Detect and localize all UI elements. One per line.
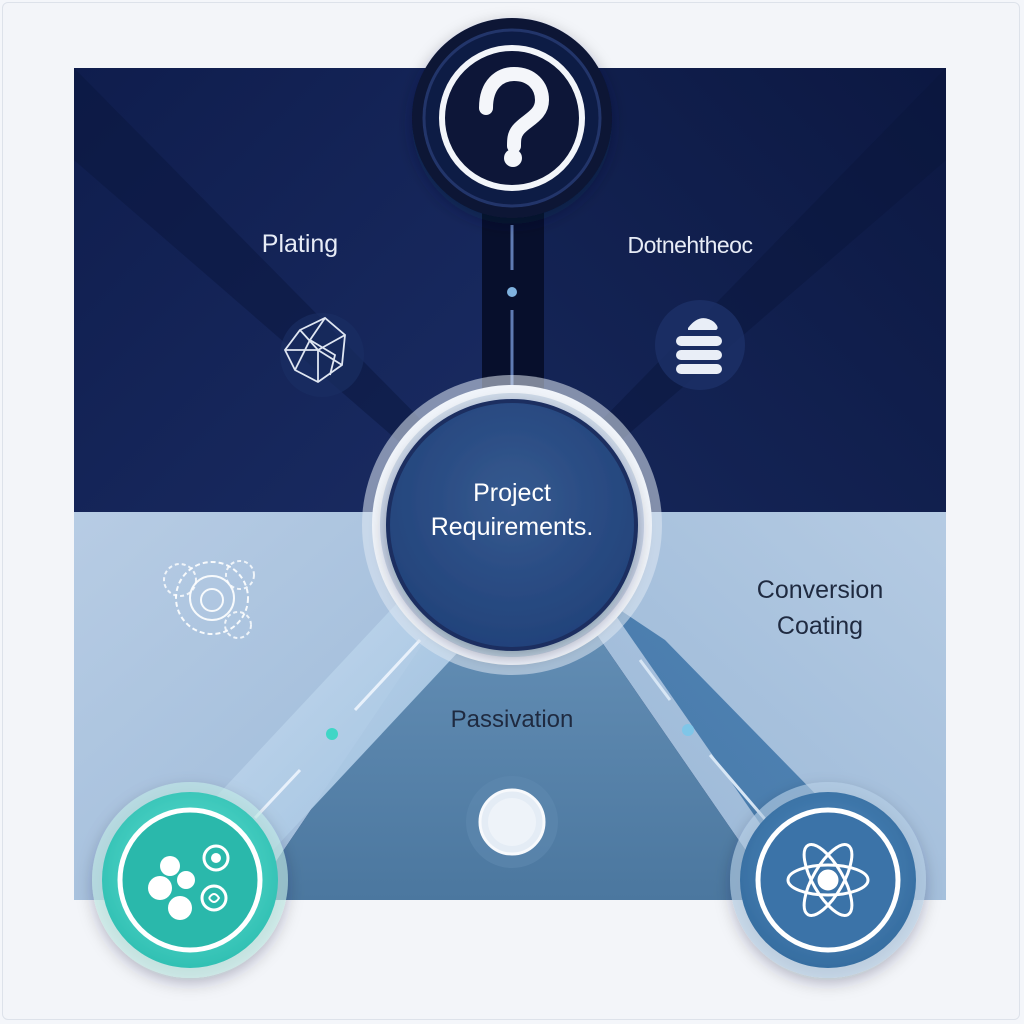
crystal-icon: [280, 313, 364, 397]
center-node-title: Project Requirements.: [392, 476, 632, 544]
connector-dot-top: [507, 287, 517, 297]
stacked-coins-icon: [655, 300, 745, 390]
atom-icon: [786, 843, 870, 917]
question-node[interactable]: [412, 18, 612, 218]
center-node[interactable]: [362, 375, 662, 675]
connector-dot-left: [326, 728, 338, 740]
plating-label: Plating: [261, 230, 339, 258]
passivation-label: Passivation: [450, 706, 574, 733]
center-node-line1: Project: [473, 479, 551, 507]
round-button-icon: [466, 776, 558, 868]
question-mark-icon: [479, 66, 550, 167]
connector-dot-right: [682, 724, 694, 736]
conversion-coating-label: Conversion Coating: [724, 572, 916, 644]
top-connector: [482, 170, 544, 430]
atom-node[interactable]: [730, 782, 926, 978]
gear-cluster-icon: [163, 560, 255, 639]
conversion-coating-line1: Conversion: [756, 576, 884, 604]
conversion-coating-line2: Coating: [776, 612, 864, 640]
molecules-node[interactable]: [92, 782, 288, 978]
quadrant-bottom-center: [250, 512, 780, 900]
molecules-icon: [148, 844, 230, 920]
center-node-line2: Requirements.: [430, 513, 594, 541]
dotnehtheoc-label: Dotnehtheoc: [627, 232, 753, 258]
